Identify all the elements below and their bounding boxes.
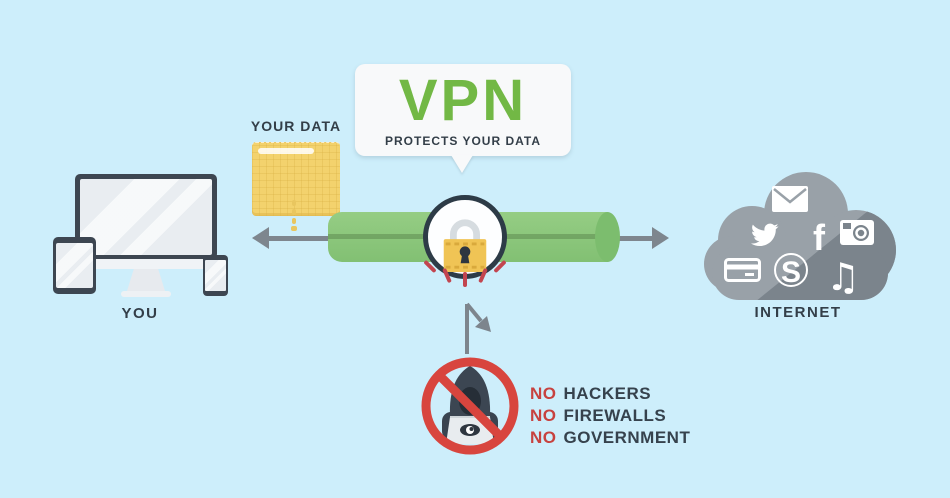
padlock-icon: [443, 219, 487, 272]
arrow-right-line: [600, 236, 654, 241]
arrow-left-icon: [252, 227, 269, 249]
tablet-screen: [56, 243, 93, 288]
camera-icon: [840, 220, 874, 245]
mail-icon: [772, 186, 808, 212]
speech-bubble-tail: [451, 155, 473, 173]
svg-text:S: S: [781, 256, 801, 289]
you-label: YOU: [121, 305, 159, 322]
data-trail-dot: [292, 200, 296, 206]
monitor-base: [121, 291, 171, 297]
phone-screen: [205, 260, 226, 291]
tunnel-end-cap: [595, 212, 620, 262]
monitor-screen: [80, 179, 212, 255]
data-trail-dot: [291, 226, 297, 231]
phone-icon: [203, 255, 228, 296]
lock-badge: [423, 195, 507, 279]
vpn-speech-bubble: VPN PROTECTS YOUR DATA: [355, 64, 571, 156]
folder-icon: [252, 142, 340, 216]
arrow-left-line: [268, 236, 332, 241]
your-data-label: YOUR DATA: [250, 118, 342, 134]
data-trail-dot: [292, 218, 296, 224]
folder-tab-highlight: [258, 148, 314, 154]
internet-cloud: f S ♫: [704, 172, 896, 300]
no-hacker-icon: [421, 357, 519, 455]
vpn-title: VPN: [398, 68, 528, 133]
deflected-arrow-icon: [465, 302, 491, 354]
data-trail-dot: [292, 209, 296, 215]
tablet-icon: [53, 237, 96, 294]
music-icon: ♫: [826, 255, 860, 299]
vpn-subtitle: PROTECTS YOUR DATA: [384, 134, 541, 148]
credit-card-icon: [724, 258, 761, 282]
arrow-right-icon: [652, 227, 669, 249]
skype-icon: S: [774, 253, 808, 289]
monitor-icon: [75, 174, 217, 259]
facebook-icon: f: [813, 217, 826, 258]
internet-label: INTERNET: [754, 304, 842, 321]
twitter-icon: [751, 223, 779, 247]
monitor-chin: [77, 259, 215, 269]
monitor-stand: [127, 269, 165, 291]
alert-ray: [463, 272, 467, 287]
